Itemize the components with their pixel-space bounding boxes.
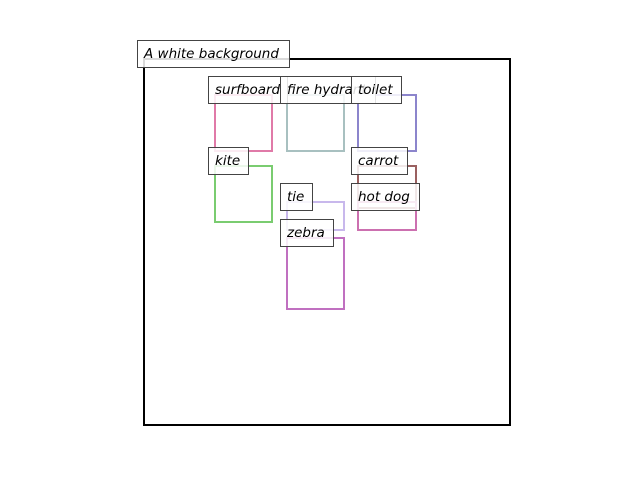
zebra-label: zebra [280,219,334,247]
tie-label: tie [280,183,313,211]
surfboard-label: surfboard [208,76,288,104]
toilet-label: toilet [351,76,402,104]
background-frame [143,58,511,426]
caption-label: A white background [137,40,290,68]
kite-label: kite [208,147,249,175]
carrot-label: carrot [351,147,408,175]
zebra-box [286,237,345,310]
hot-dog-label: hot dog [351,183,420,211]
